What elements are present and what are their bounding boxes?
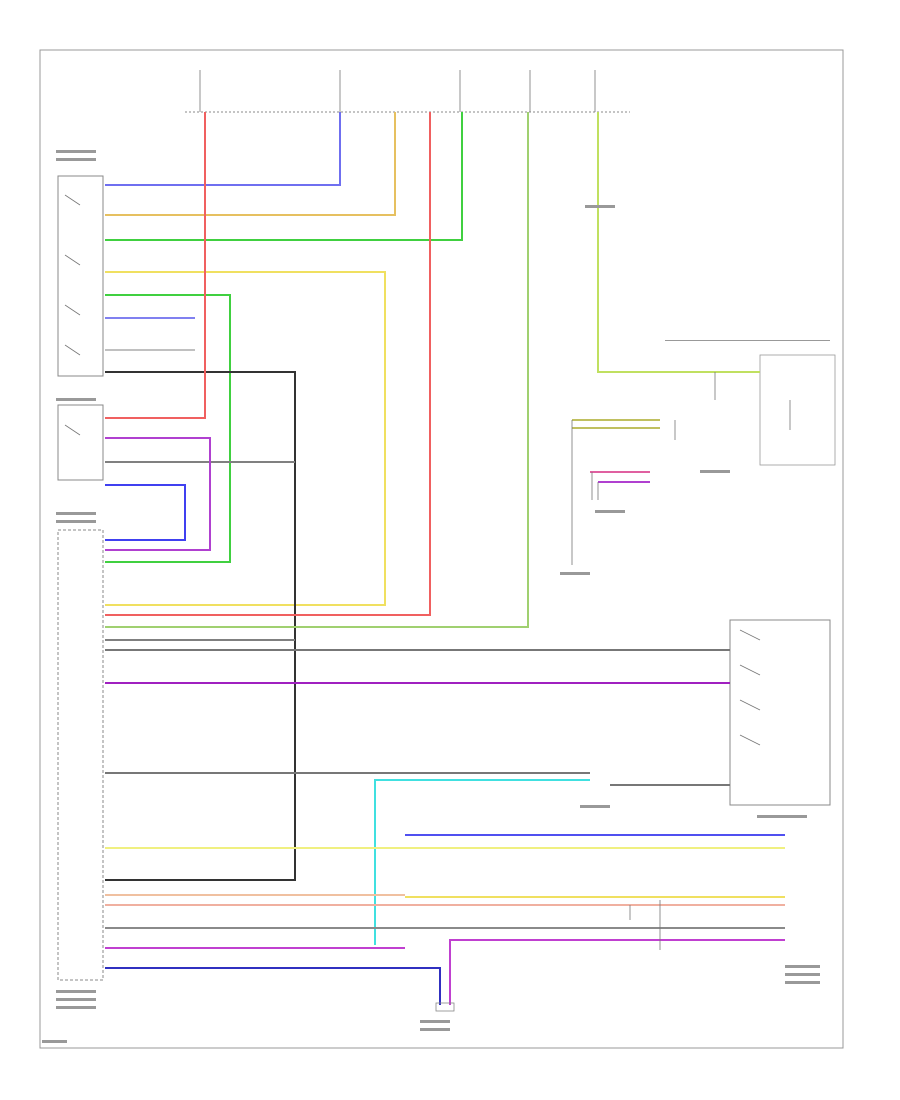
accelerator-module-box — [759, 354, 836, 466]
wire-blue-5 — [105, 967, 441, 1005]
cruise-control-switch-box — [729, 619, 831, 806]
wire-cyan-1 — [374, 779, 590, 945]
combination-switch-box — [57, 175, 104, 377]
ground-connector — [435, 1002, 455, 1012]
wire-green-1 — [105, 112, 463, 241]
wire-lightgreen-1 — [105, 112, 529, 628]
engine-control-module-box — [57, 529, 104, 981]
switch-symbols — [64, 194, 761, 746]
wire-yellow-1 — [105, 271, 386, 606]
wire-blue-3 — [105, 484, 186, 541]
wire-yellowgreen-1 — [597, 112, 760, 373]
wire-red-2 — [105, 112, 431, 616]
wire-green-2 — [105, 294, 231, 563]
label-blocks — [42, 150, 830, 1043]
wire-blue-1 — [105, 112, 341, 186]
top-fuses — [199, 70, 596, 112]
wire-violet-1 — [105, 437, 211, 551]
wire-tan-1 — [105, 112, 396, 216]
relay-box — [57, 404, 104, 481]
wire-violet-4 — [449, 939, 785, 1005]
diagram-frame — [39, 49, 844, 1049]
wire-red-1 — [105, 112, 206, 419]
wires — [105, 112, 785, 1005]
thin-connectors — [571, 372, 791, 950]
